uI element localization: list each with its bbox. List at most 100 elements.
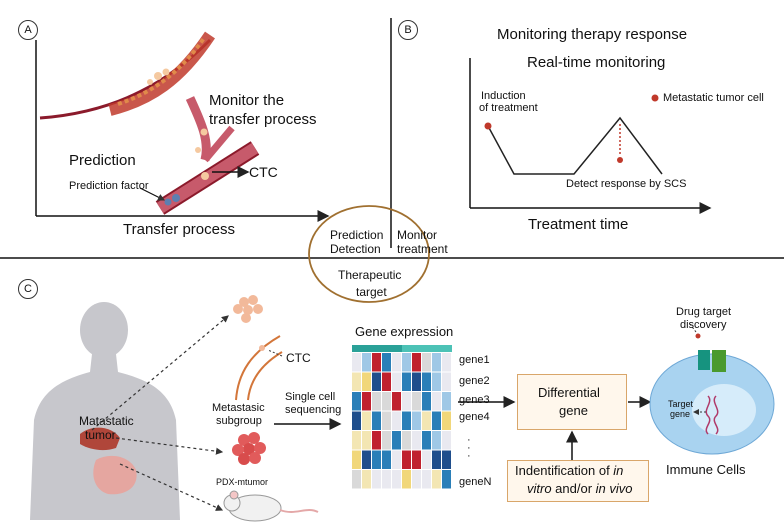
heatmap-cell [432, 470, 441, 489]
heatmap-cell [402, 450, 411, 469]
heatmap-cell [402, 372, 411, 391]
heatmap-cell [382, 411, 391, 430]
tumor-subgroup-cluster [232, 432, 266, 465]
heatmap-cell [362, 392, 371, 411]
target-gene-line2: gene [670, 409, 691, 419]
legend-dot [651, 94, 659, 102]
heatmap-cell [392, 392, 401, 411]
heatmap-cell [352, 470, 361, 489]
prediction-label: Prediction [69, 152, 136, 169]
heatmap-cell [352, 431, 361, 450]
heatmap-cell [402, 470, 411, 489]
panel-a-label: A [18, 20, 38, 40]
center-treatment: treatment [397, 242, 448, 256]
heatmap-cell [372, 392, 381, 411]
response-curve [487, 116, 663, 175]
heatmap-cell [422, 353, 431, 372]
monitor-line2: transfer process [209, 111, 317, 128]
heatmap-cell [412, 431, 421, 450]
vessel-curve-inner [247, 351, 283, 401]
heatmap-cell [382, 431, 391, 450]
heatmap-cell [442, 450, 451, 469]
arrow-to-pdx [119, 463, 224, 511]
detect-response-label: Detect response by SCS [566, 178, 687, 190]
center-ellipse [308, 205, 430, 303]
heatmap-cell [412, 450, 421, 469]
heatmap-cell [372, 470, 381, 489]
heatmap-cell [412, 372, 421, 391]
heatmap-cell [362, 450, 371, 469]
heatmap-cell [362, 353, 371, 372]
panel-b-label: B [398, 20, 418, 40]
heatmap-cell [422, 392, 431, 411]
heatmap-cell [412, 411, 421, 430]
induction-line1: Induction [481, 90, 526, 102]
heatmap-cell [382, 392, 391, 411]
ctc-pointer [267, 349, 283, 357]
heatmap-cell [392, 353, 401, 372]
heatmap-cell [372, 411, 381, 430]
sequencing-line2: sequencing [285, 404, 342, 416]
induction-line2: of treatment [479, 102, 538, 114]
ctc-label-c: CTC [286, 351, 311, 365]
subgroup-line1: Metastasic [212, 402, 265, 414]
gene-expression-title: Gene expression [355, 324, 454, 339]
heatmap-cell [422, 470, 431, 489]
heatmap-cell [382, 353, 391, 372]
heatmap-cell [392, 372, 401, 391]
panel-b-title: Monitoring therapy response [497, 26, 688, 43]
gene-label-4: gene4 [459, 411, 490, 423]
gene-label-2: gene2 [459, 375, 490, 387]
heatmap-cell [422, 450, 431, 469]
human-silhouette [30, 302, 180, 520]
heatmap-cell [392, 431, 401, 450]
gene-label-n: geneN [459, 476, 492, 488]
heatmap-cell [412, 470, 421, 489]
heatmap-cell [372, 353, 381, 372]
heatmap-cell [352, 392, 361, 411]
heatmap-cell [442, 470, 451, 489]
panel-c-label: C [18, 279, 38, 299]
identification-line2: vitro and/or in vivo [527, 481, 633, 496]
heatmap-cell [422, 431, 431, 450]
heatmap-cell [392, 470, 401, 489]
blood-vessel-illustration [39, 31, 260, 215]
heatmap-cell [362, 470, 371, 489]
heatmap-cell [382, 372, 391, 391]
gene-ellipsis: ··· [467, 434, 471, 462]
identification-line1: Indentification of in [515, 463, 624, 478]
sequencing-line1: Single cell [285, 391, 336, 403]
heatmap-cell [442, 372, 451, 391]
panel-b-subtitle: Real-time monitoring [527, 54, 666, 71]
heatmap-cell [432, 411, 441, 430]
prediction-factor-arrow [139, 187, 166, 201]
target-gene-line1: Target [668, 399, 694, 409]
ctc-cluster [233, 295, 263, 323]
gene-expression-heatmap [352, 353, 451, 489]
heatmap-cell [442, 411, 451, 430]
heatmap-cell [352, 353, 361, 372]
pdx-label: PDX-mtumor [216, 477, 269, 487]
center-detection: Detection [330, 242, 381, 256]
heatmap-cell [352, 450, 361, 469]
drug-target-line2: discovery [680, 319, 727, 331]
heatmap-cell [362, 372, 371, 391]
prediction-factor-label: Prediction factor [69, 180, 149, 192]
heatmap-cell [382, 470, 391, 489]
heatmap-cell [422, 411, 431, 430]
heatmap-cell [372, 431, 381, 450]
heatmap-cell [432, 372, 441, 391]
heatmap-cell [402, 392, 411, 411]
center-prediction: Prediction [330, 228, 384, 242]
heatmap-cell [442, 431, 451, 450]
center-target: target [356, 285, 387, 299]
heatmap-cell [382, 450, 391, 469]
identification-box [507, 460, 649, 502]
panel-b-x-axis-label: Treatment time [528, 216, 629, 233]
gene-label-1: gene1 [459, 354, 490, 366]
heatmap-cell [352, 411, 361, 430]
heatmap-cell [392, 450, 401, 469]
pdx-mouse [223, 490, 319, 522]
heatmap-cell [442, 353, 451, 372]
response-dot [617, 157, 623, 163]
